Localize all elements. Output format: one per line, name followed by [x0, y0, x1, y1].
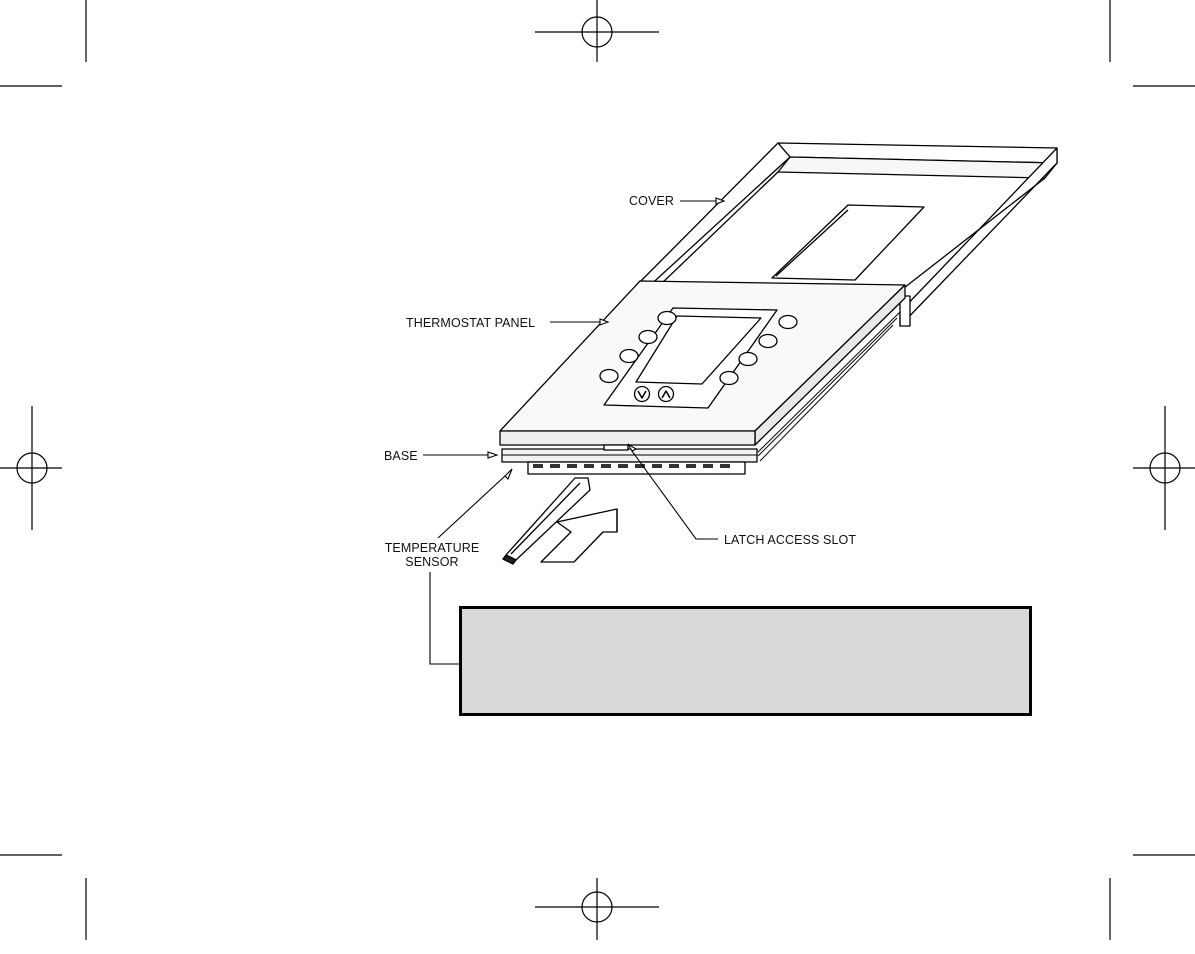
latch-access-slot-label: LATCH ACCESS SLOT	[724, 533, 856, 547]
down-arrow-button-icon	[633, 385, 651, 403]
panel-button-icon	[778, 314, 798, 330]
up-arrow-button-icon	[657, 385, 675, 403]
leader-lines	[423, 197, 726, 665]
insert-arrow-icon	[540, 508, 618, 563]
callout-box	[459, 606, 1032, 716]
panel-button-icon	[719, 370, 739, 386]
registration-mark-top	[535, 0, 659, 62]
temperature-sensor-label-line1: TEMPERATURE	[385, 541, 480, 555]
registration-mark-left	[0, 406, 62, 530]
sensor-vents	[533, 464, 730, 468]
thermostat-panel-label: THERMOSTAT PANEL	[406, 316, 535, 330]
thermostat-panel-illustration	[499, 280, 906, 462]
cover-illustration	[631, 142, 1058, 327]
panel-button-icon	[758, 333, 778, 349]
panel-button-icon	[638, 329, 658, 345]
temperature-sensor-label-line2: SENSOR	[405, 555, 458, 569]
base-label: BASE	[384, 449, 418, 463]
panel-button-icon	[599, 368, 619, 384]
base-illustration	[501, 444, 758, 475]
panel-button-icon	[738, 351, 758, 367]
panel-button-icon	[657, 310, 677, 326]
panel-button-icon	[619, 348, 639, 364]
registration-mark-right	[1133, 406, 1195, 530]
latch-slot-icon	[603, 444, 629, 451]
registration-mark-bottom	[535, 878, 659, 940]
screwdriver-icon	[502, 477, 591, 565]
cover-label: COVER	[629, 194, 674, 208]
